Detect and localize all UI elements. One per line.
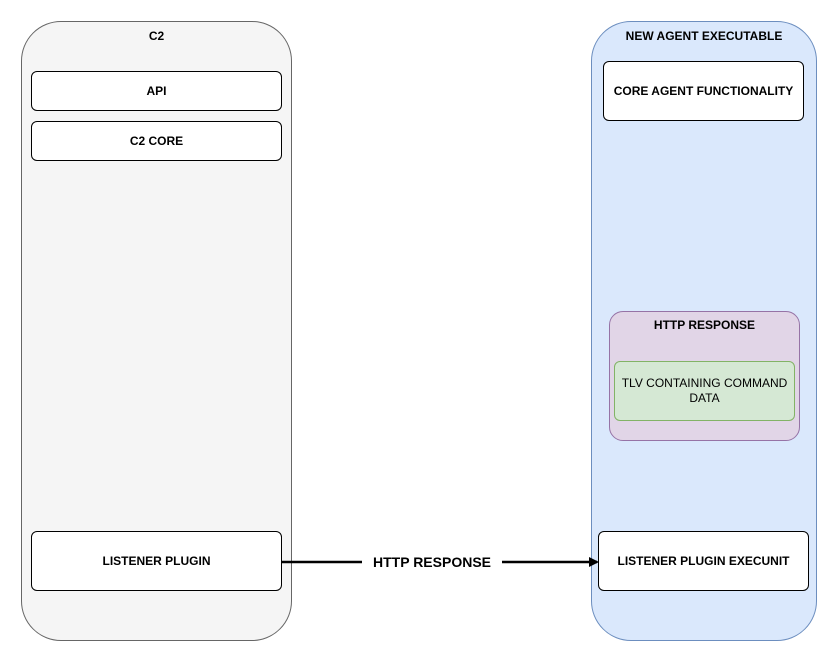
core-agent-functionality-box: CORE AGENT FUNCTIONALITY: [603, 61, 804, 121]
listener-plugin-execunit-box: LISTENER PLUGIN EXECUNIT: [598, 531, 809, 591]
arrow-label: HTTP RESPONSE: [362, 551, 502, 573]
c2-core-box: C2 CORE: [31, 121, 282, 161]
api-box: API: [31, 71, 282, 111]
http-response-group-title: HTTP RESPONSE: [653, 318, 756, 332]
c2-title: C2: [148, 29, 165, 43]
listener-plugin-box: LISTENER PLUGIN: [31, 531, 282, 591]
tlv-command-data-box: TLV CONTAINING COMMAND DATA: [614, 361, 795, 421]
agent-title: NEW AGENT EXECUTABLE: [625, 29, 783, 43]
